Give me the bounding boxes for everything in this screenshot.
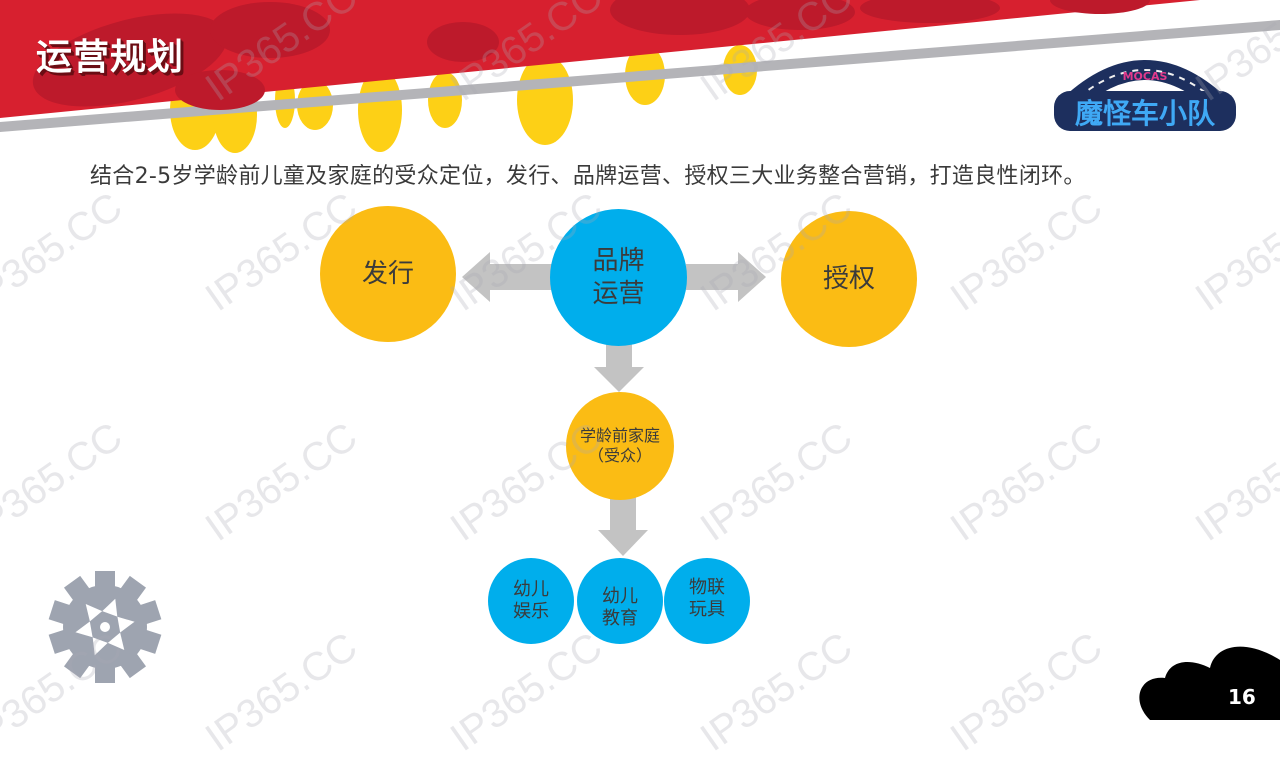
arrow-down-icon-2 <box>598 497 648 556</box>
slide-subtitle: 结合2-5岁学龄前儿童及家庭的受众定位，发行、品牌运营、授权三大业务整合营销，打… <box>90 164 1086 189</box>
node-child-line2: 玩具 <box>689 599 725 620</box>
node-child-line2: 娱乐 <box>513 601 549 622</box>
node-child-line1: 物联 <box>689 576 725 598</box>
node-brand-operation: 品牌 运营 <box>550 209 687 346</box>
arrow-right-icon <box>686 252 766 302</box>
page-number-blob <box>1139 646 1280 720</box>
arrow-left-icon <box>462 252 552 302</box>
header-banner <box>0 0 1280 153</box>
node-distribution: 发行 <box>320 206 456 342</box>
node-iot-toys: 物联 玩具 <box>664 558 750 644</box>
node-licensing: 授权 <box>781 211 917 347</box>
svg-text:魔怪车小队: 魔怪车小队 <box>1075 97 1216 130</box>
node-licensing-label: 授权 <box>822 263 875 294</box>
node-child-line1: 幼儿 <box>602 585 638 607</box>
node-audience: 学龄前家庭 （受众） <box>566 392 674 500</box>
node-brand-line2: 运营 <box>592 278 645 309</box>
logo: MOCAS 魔怪车小队 <box>1050 45 1240 139</box>
node-child-line2: 教育 <box>602 608 638 629</box>
node-audience-line2: （受众） <box>587 446 652 465</box>
svg-text:MOCAS: MOCAS <box>1123 70 1168 83</box>
node-distribution-label: 发行 <box>361 258 414 289</box>
node-child-education: 幼儿 教育 <box>577 558 663 644</box>
arrow-down-icon <box>594 343 644 392</box>
slide-title: 运营规划 <box>36 37 185 78</box>
node-child-line1: 幼儿 <box>513 578 549 600</box>
node-child-entertainment: 幼儿 娱乐 <box>488 558 574 644</box>
diagram-arrows <box>462 252 766 556</box>
logo-badge-icon: MOCAS 魔怪车小队 <box>1054 60 1236 131</box>
node-audience-line1: 学龄前家庭 <box>579 426 660 445</box>
gear-icon <box>48 571 162 683</box>
node-brand-line1: 品牌 <box>592 246 645 276</box>
page-number: 16 <box>1228 685 1256 709</box>
